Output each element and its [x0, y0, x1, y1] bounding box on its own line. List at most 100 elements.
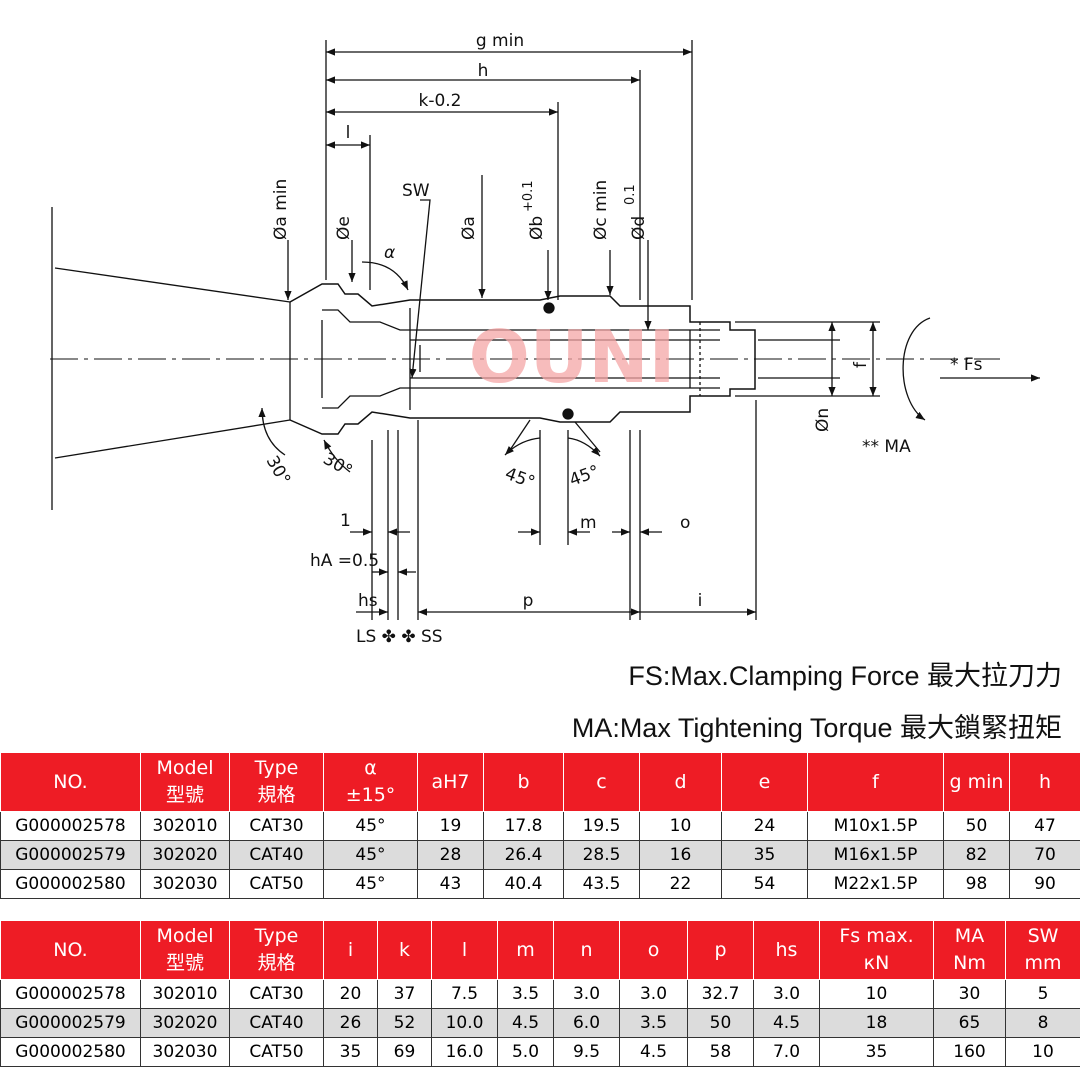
table-cell: CAT30 — [229, 979, 324, 1009]
column-header-label: Fs max. — [839, 925, 914, 947]
column-header: Model 型號 — [140, 920, 230, 980]
table-cell: 26 — [323, 1008, 378, 1038]
column-header: c — [563, 752, 640, 812]
label-angle-45b: 45° — [567, 462, 602, 491]
column-header-label: Type — [254, 925, 299, 947]
column-header: NO. — [0, 920, 141, 980]
table-cell: 302010 — [140, 811, 230, 841]
table-cell: 3.0 — [619, 979, 688, 1009]
label-a-min: Øa min — [271, 179, 291, 240]
column-header-sublabel: 型號 — [165, 784, 204, 806]
label-ma: ** MA — [862, 437, 911, 457]
column-header-label: NO. — [53, 938, 88, 961]
label-b: Øb — [527, 216, 547, 240]
table-cell: 18 — [819, 1008, 934, 1038]
table-cell: 32.7 — [687, 979, 754, 1009]
column-header: l — [431, 920, 498, 980]
column-header-label: g min — [949, 770, 1004, 793]
column-header: o — [619, 920, 688, 980]
table-cell: 28 — [417, 840, 484, 870]
column-header: m — [497, 920, 554, 980]
column-header: p — [687, 920, 754, 980]
table-cell: 65 — [933, 1008, 1006, 1038]
column-header: e — [721, 752, 808, 812]
column-header-label: α — [364, 757, 377, 779]
table-cell: 10.0 — [431, 1008, 498, 1038]
column-header-sublabel: 型號 — [165, 952, 204, 974]
column-header: i — [323, 920, 378, 980]
legend-clamping-force: FS:Max.Clamping Force 最大拉刀力 — [628, 661, 1062, 691]
table-cell: 90 — [1009, 869, 1080, 899]
table-cell: 82 — [943, 840, 1010, 870]
label-c-min: Øc min — [591, 180, 611, 240]
column-header: n — [553, 920, 620, 980]
table-cell: 98 — [943, 869, 1010, 899]
column-header: d — [639, 752, 722, 812]
column-header: k — [377, 920, 432, 980]
column-header-label: h — [1038, 770, 1052, 793]
table-cell: 47 — [1009, 811, 1080, 841]
column-header: Model 型號 — [140, 752, 230, 812]
table-cell: CAT50 — [229, 1037, 324, 1067]
table-cell: 50 — [943, 811, 1010, 841]
table-cell: 3.5 — [497, 979, 554, 1009]
table-cell: 26.4 — [483, 840, 564, 870]
column-header-label: f — [872, 770, 879, 793]
column-header-label: l — [461, 938, 468, 961]
column-header-label: MA — [954, 925, 985, 947]
label-sw: SW — [402, 181, 430, 201]
column-header: f — [807, 752, 944, 812]
table-cell: 43.5 — [563, 869, 640, 899]
column-header-label: c — [596, 770, 607, 793]
table-cell: 8 — [1005, 1008, 1080, 1038]
table-cell: 9.5 — [553, 1037, 620, 1067]
table-cell: 50 — [687, 1008, 754, 1038]
label-n: Øn — [813, 408, 833, 432]
column-header-label: NO. — [53, 770, 88, 793]
table-cell: 302030 — [140, 869, 230, 899]
watermark: OUNI — [469, 315, 676, 399]
label-k: k-0.2 — [418, 91, 461, 111]
table-cell: 58 — [687, 1037, 754, 1067]
table-cell: 10 — [639, 811, 722, 841]
table-cell: M22x1.5P — [807, 869, 944, 899]
table-cell: 19.5 — [563, 811, 640, 841]
label-angle-45a: 45° — [502, 464, 537, 493]
table-cell: 302020 — [140, 840, 230, 870]
table-cell: 7.0 — [753, 1037, 820, 1067]
label-b-tol: +0.1 — [521, 180, 536, 212]
table-cell: 40.4 — [483, 869, 564, 899]
column-header-label: Model — [156, 925, 214, 947]
column-header: b — [483, 752, 564, 812]
table-cell: 69 — [377, 1037, 432, 1067]
label-d-tol: 0.1 — [623, 184, 638, 205]
table-cell: 35 — [721, 840, 808, 870]
label-e: Øe — [334, 216, 354, 240]
table-cell: G000002578 — [0, 811, 141, 841]
table-cell: G000002578 — [0, 979, 141, 1009]
table-cell: M16x1.5P — [807, 840, 944, 870]
table-cell: 43 — [417, 869, 484, 899]
table-cell: 16.0 — [431, 1037, 498, 1067]
column-header-label: d — [674, 770, 687, 793]
column-header-label: m — [516, 938, 535, 961]
column-header: Fs max.кN — [819, 920, 934, 980]
table-cell: 45° — [323, 811, 418, 841]
label-p: p — [523, 591, 534, 611]
label-a: Øa — [459, 216, 479, 240]
column-header: hs — [753, 920, 820, 980]
column-header-label: Model — [156, 757, 214, 779]
table-cell: 22 — [639, 869, 722, 899]
column-header: h — [1009, 752, 1080, 812]
table-cell: 4.5 — [753, 1008, 820, 1038]
